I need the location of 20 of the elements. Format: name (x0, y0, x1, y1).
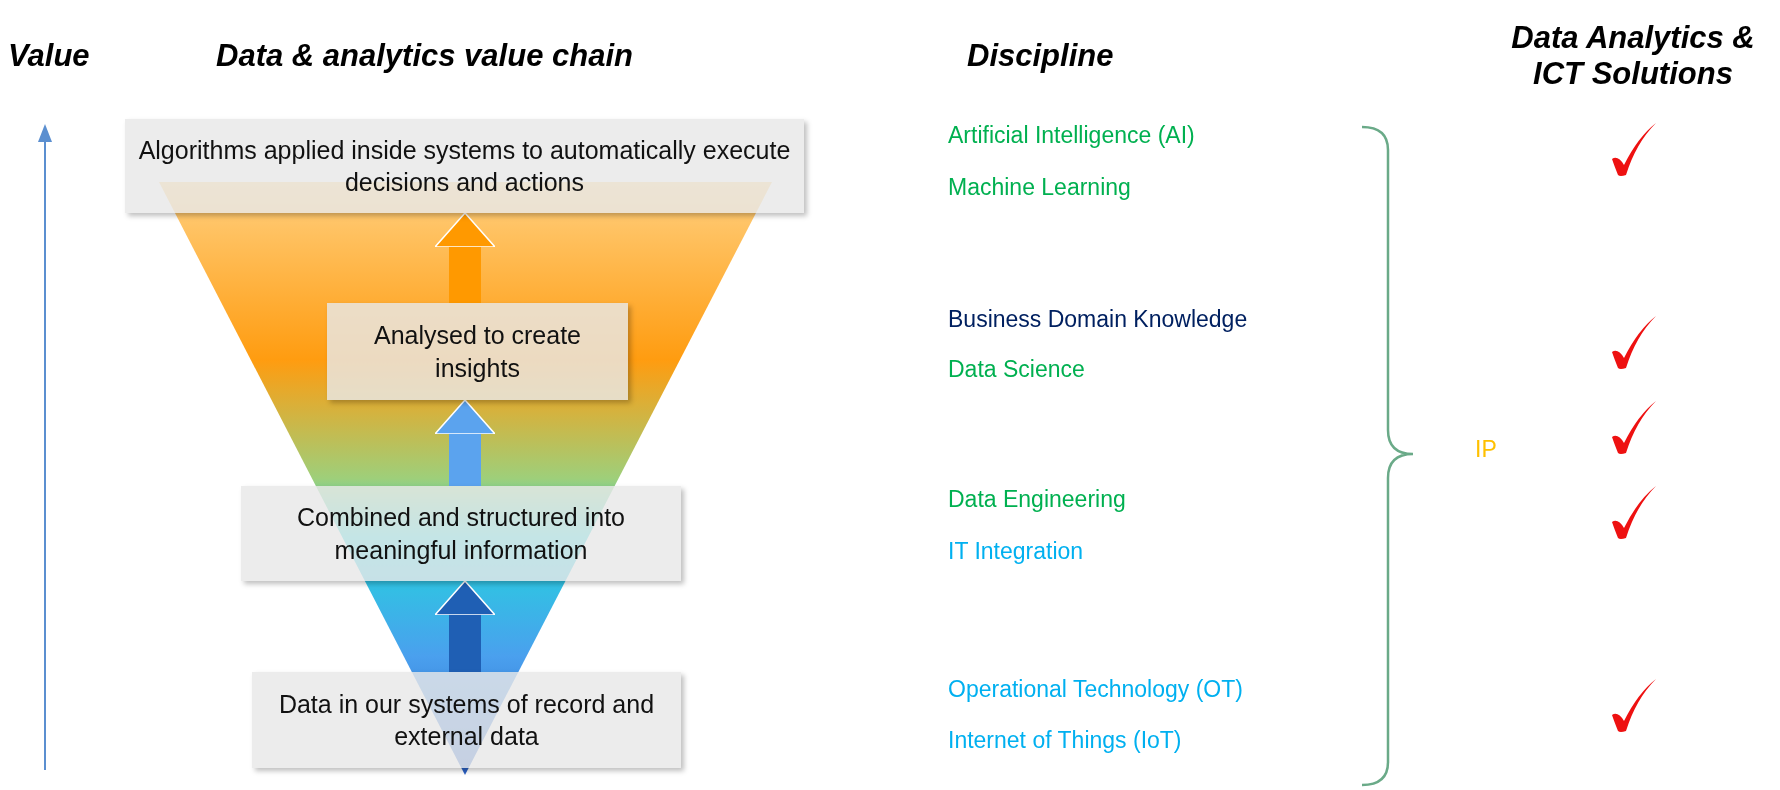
column-heading: Data Analytics & ICT Solutions (1510, 20, 1756, 92)
column-heading: Data & analytics value chain (216, 38, 633, 74)
arrow (434, 212, 496, 303)
discipline-label: Artificial Intelligence (AI) (948, 122, 1195, 149)
process-box: Algorithms applied inside systems to automatically execute decisions and actions (125, 119, 804, 213)
discipline-label: Data Science (948, 356, 1085, 383)
column-heading: Value (8, 38, 90, 74)
arrow (434, 399, 496, 486)
process-box: Combined and structured into meaningful information (241, 486, 681, 581)
discipline-label: Business Domain Knowledge (948, 306, 1248, 333)
column-heading: Discipline (967, 38, 1114, 74)
discipline-label: IT Integration (948, 538, 1084, 565)
discipline-label: Machine Learning (948, 174, 1131, 201)
process-box: Analysed to create insights (327, 303, 628, 400)
process-box: Data in our systems of record and external data (252, 672, 681, 768)
discipline-label: Operational Technology (OT) (948, 676, 1243, 703)
discipline-label: Internet of Things (IoT) (948, 727, 1182, 754)
discipline-label: Data Engineering (948, 486, 1126, 513)
discipline-label: IP (1475, 436, 1497, 463)
arrow (434, 580, 496, 672)
